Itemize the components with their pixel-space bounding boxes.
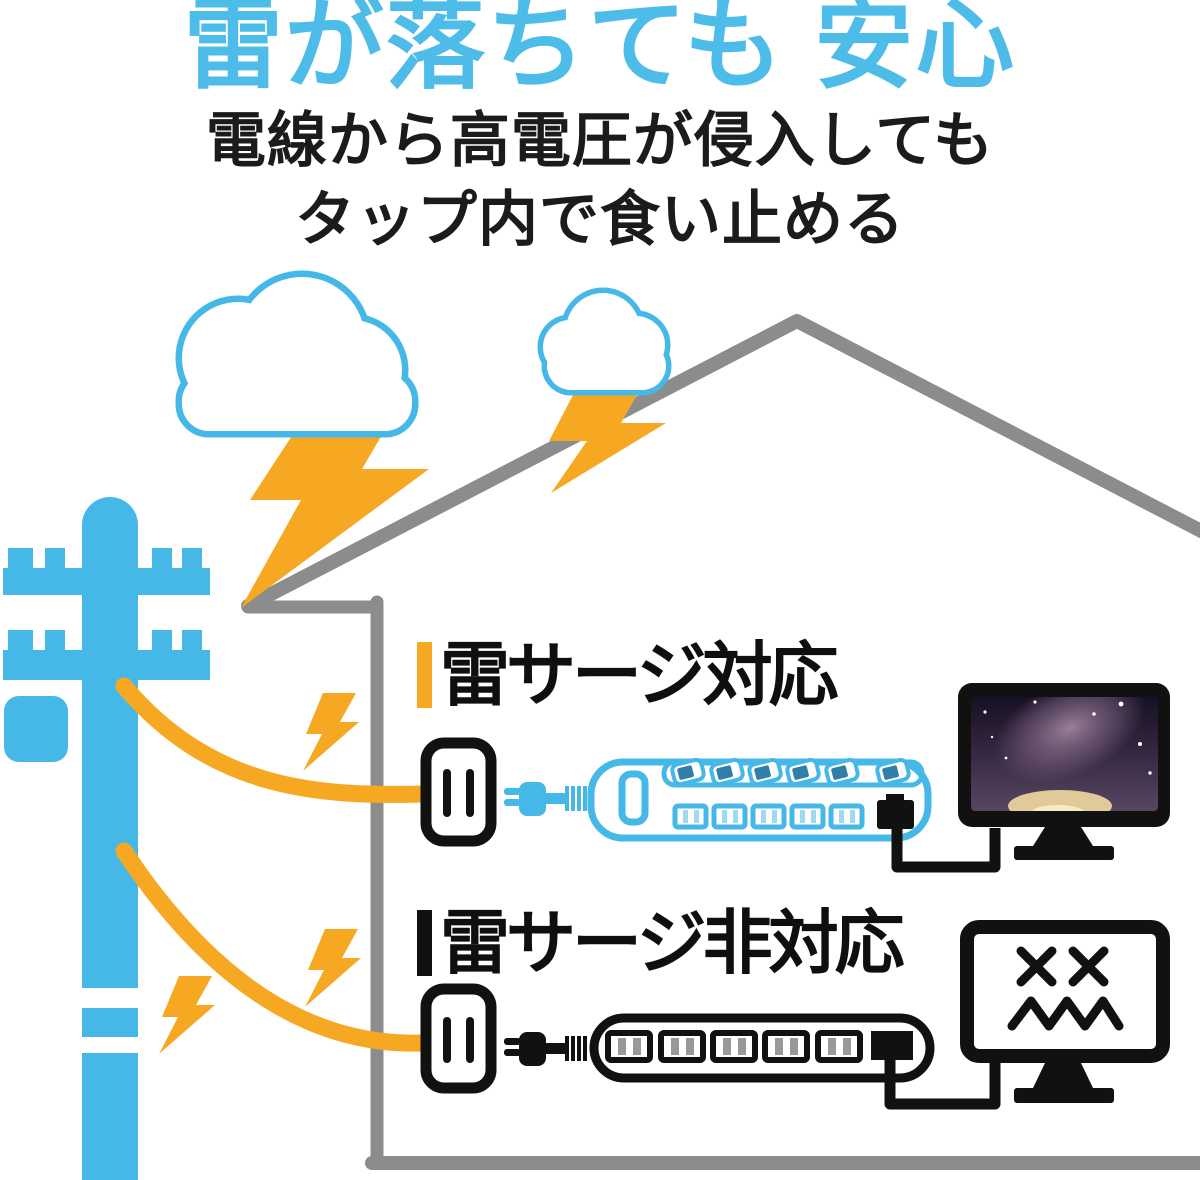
section-label-text: 雷サージ非対応 bbox=[440, 904, 905, 982]
surge-bolt-icon bbox=[303, 693, 359, 771]
strip-outlets bbox=[605, 1030, 863, 1063]
accent-bar bbox=[417, 910, 432, 976]
monitor-normal-icon bbox=[958, 683, 1170, 860]
strip-outlets bbox=[672, 803, 865, 830]
screen-galaxy bbox=[971, 697, 1158, 811]
monitor-broken-icon bbox=[960, 920, 1170, 1103]
utility-pole-icon bbox=[3, 497, 210, 1180]
transformer-box bbox=[4, 696, 68, 762]
wall-outlet-icon bbox=[420, 983, 497, 1094]
house-outline bbox=[241, 314, 1200, 1170]
power-plug-icon bbox=[504, 1032, 587, 1066]
plain-power-strip-icon bbox=[589, 1013, 935, 1083]
power-line-wire-bottom bbox=[115, 842, 431, 1052]
surge-bolt-icon bbox=[305, 929, 361, 1007]
section-label-text: 雷サージ対応 bbox=[440, 636, 839, 714]
wall-outlet-icon bbox=[420, 737, 497, 847]
cloud-small-icon bbox=[537, 287, 672, 396]
power-plug-icon bbox=[504, 782, 587, 816]
device-plug-black bbox=[871, 1031, 913, 1060]
lightning-bolt-large-icon bbox=[241, 399, 429, 608]
power-line-wire-top bbox=[115, 677, 431, 803]
roof-line bbox=[241, 314, 1200, 613]
power-cable bbox=[891, 828, 1001, 873]
page-title: 雷が落ちても 安心 bbox=[183, 0, 1017, 100]
page-subtitle: 電線から高電圧が侵入しても タップ内で食い止める bbox=[0, 102, 1200, 259]
section-label-unprotected: 雷サージ非対応 bbox=[417, 904, 905, 982]
surge-power-strip-icon bbox=[587, 757, 932, 842]
surge-bolt-icon bbox=[159, 976, 215, 1054]
pole-crossarm-lower bbox=[3, 630, 210, 680]
rocker-switches bbox=[670, 757, 911, 787]
lightning-bolt-small-icon bbox=[549, 374, 666, 493]
section-label-protected: 雷サージ対応 bbox=[417, 636, 839, 714]
cloud-large-icon bbox=[175, 270, 419, 438]
subtitle-line-1: 電線から高電圧が侵入しても bbox=[205, 107, 995, 174]
device-plug-black bbox=[877, 794, 914, 829]
accent-bar bbox=[417, 642, 432, 708]
power-cable bbox=[884, 1058, 1001, 1110]
pole-crossarm-upper bbox=[3, 548, 210, 595]
dead-face bbox=[1007, 946, 1124, 1031]
subtitle-line-2: タップ内で食い止める bbox=[295, 185, 905, 253]
